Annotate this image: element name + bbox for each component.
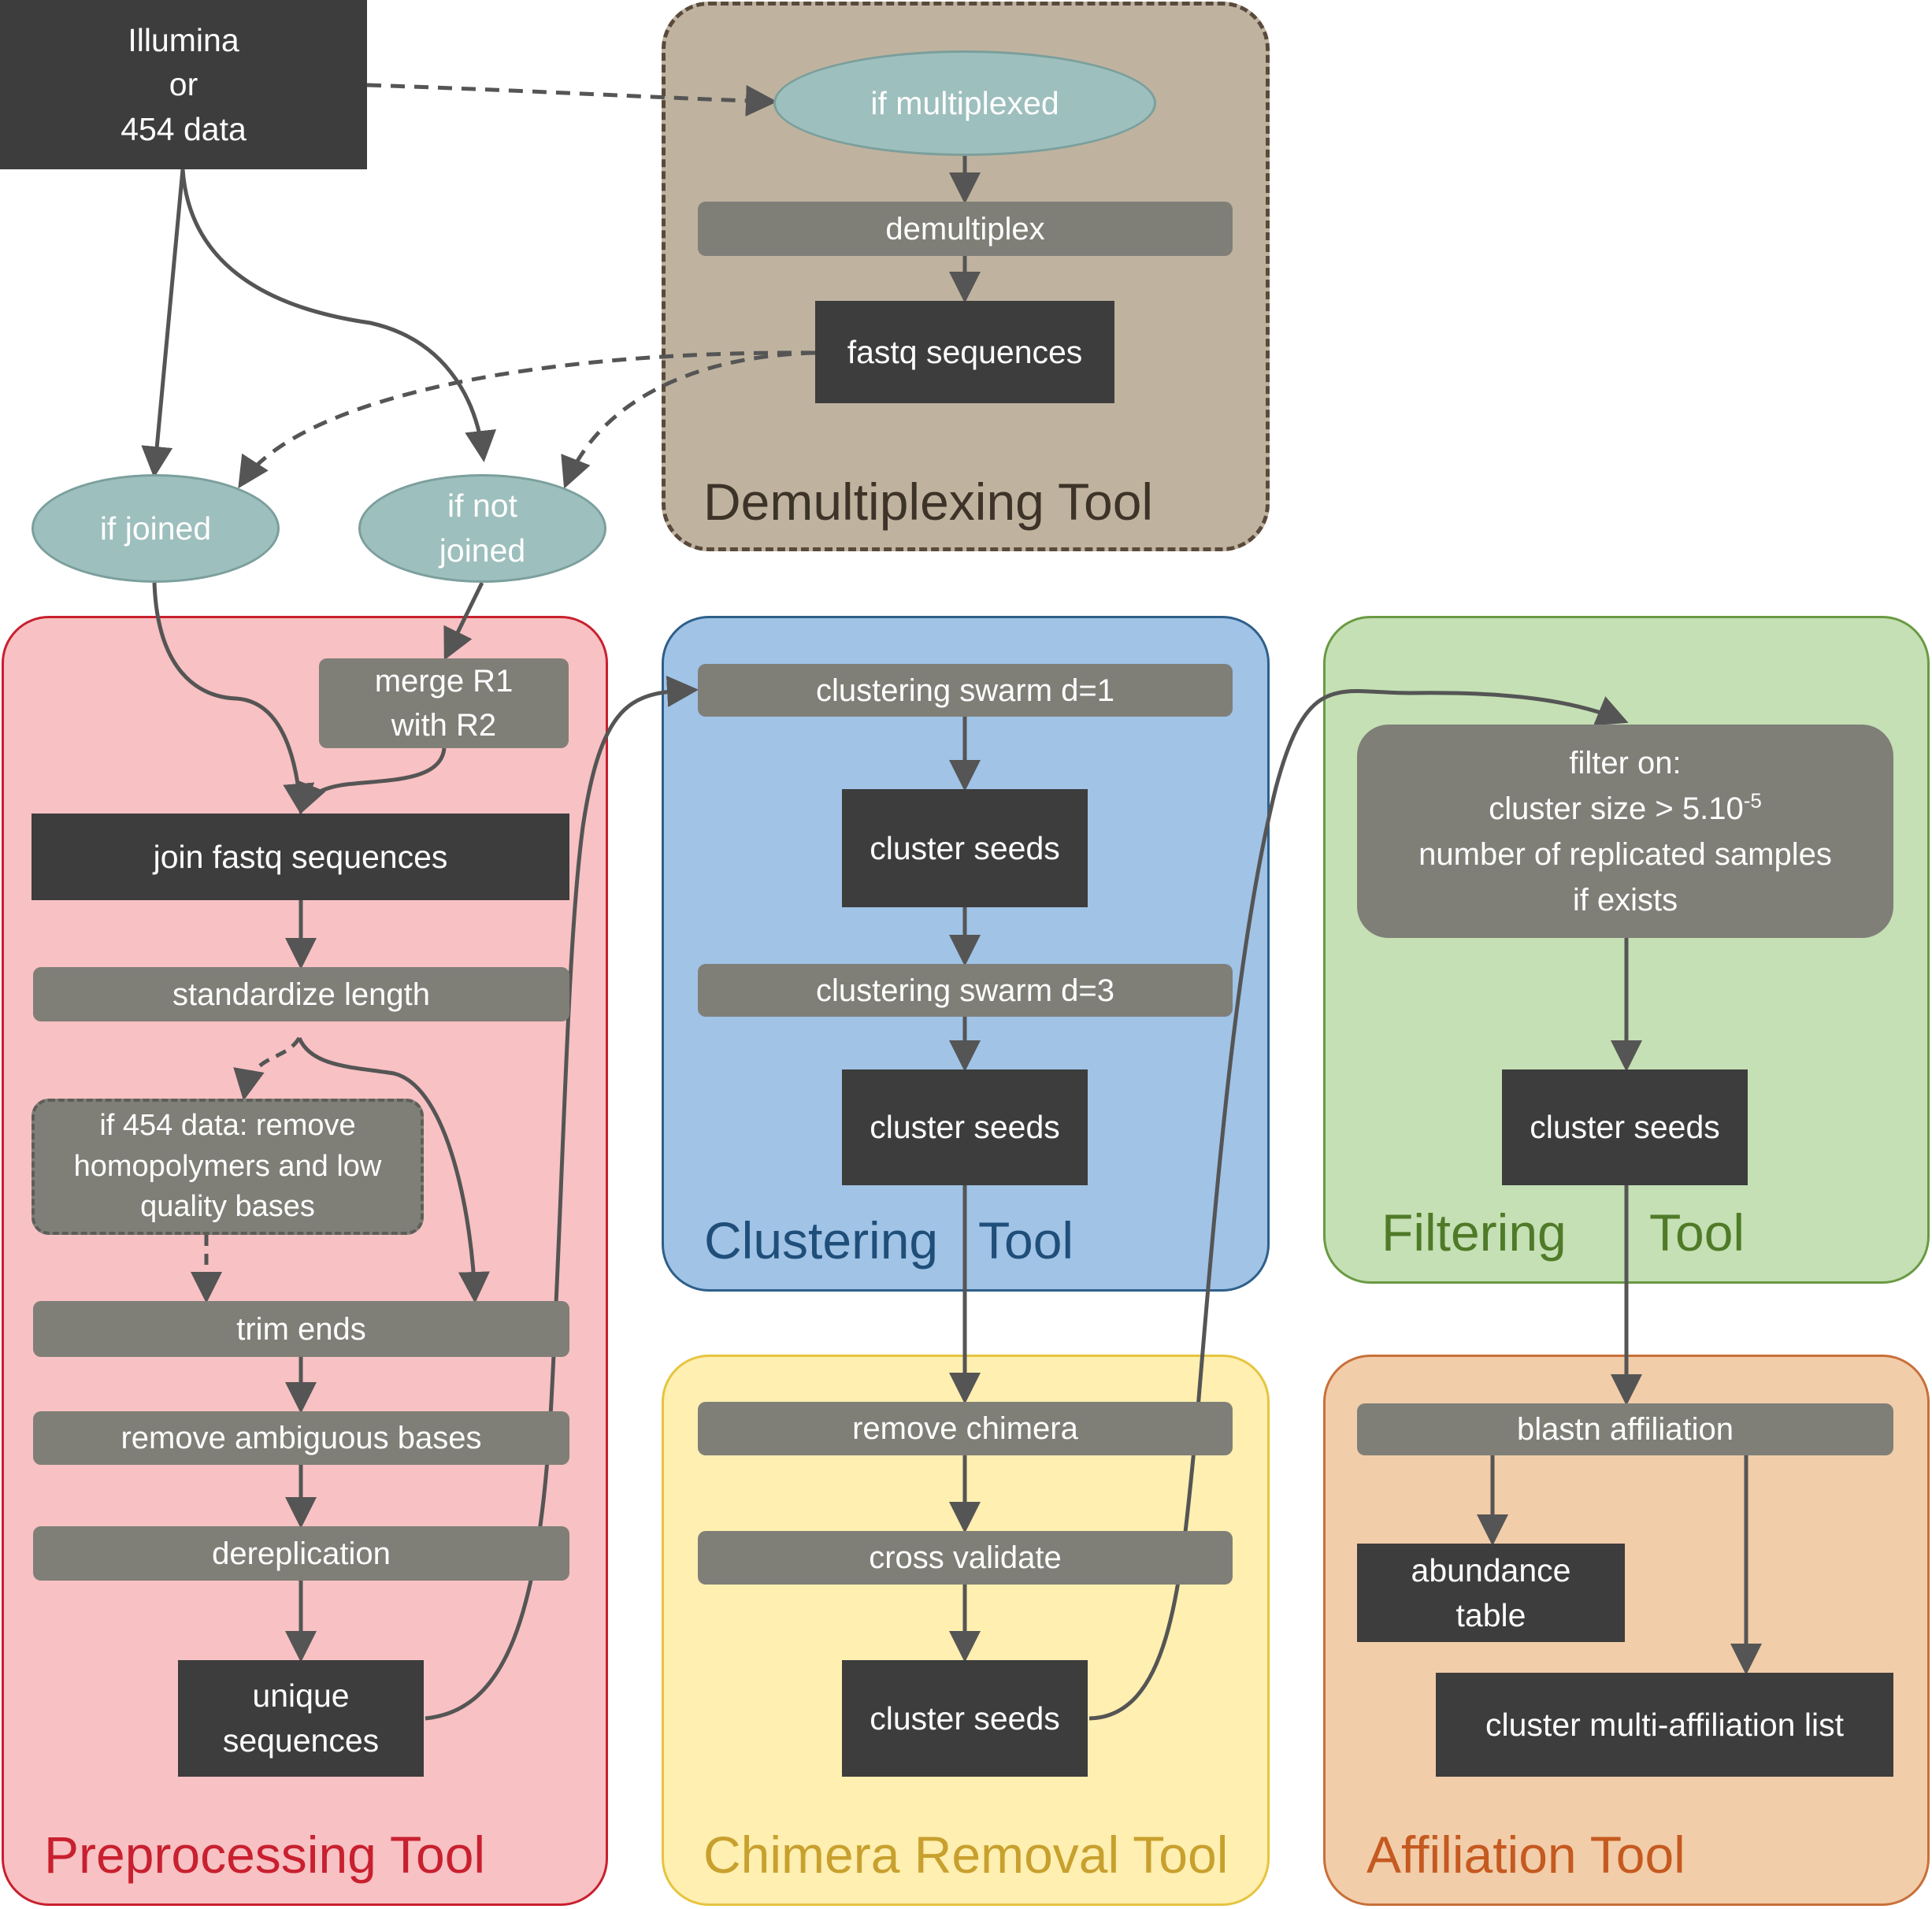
fastq-sequences-box: fastq sequences: [815, 301, 1114, 403]
if-not-joined-condition: if not joined: [358, 474, 606, 583]
abundance-table-box: abundance table: [1357, 1544, 1625, 1642]
filter-criteria-step: filter on: cluster size > 5.10-5 number …: [1357, 725, 1893, 938]
chimera-removal-tool-title: Chimera Removal Tool: [703, 1826, 1229, 1884]
arrow-not-joined-to-merge: [443, 581, 484, 661]
cluster-seeds-filtering-box: cluster seeds: [1502, 1069, 1748, 1185]
input-data-line-1: Illumina: [128, 21, 239, 58]
cross-validate-step: cross validate: [698, 1531, 1233, 1585]
arrow-fastq-to-not-joined: [561, 350, 816, 489]
filtering-tool-title: Filtering: [1381, 1203, 1567, 1262]
arrow-unique-to-swarm1: [425, 675, 699, 1721]
clustering-tool-title-suffix: Tool: [978, 1211, 1074, 1270]
cluster-seeds-2-box: cluster seeds: [842, 1069, 1088, 1185]
cluster-multi-affiliation-list-box: cluster multi-affiliation list: [1436, 1673, 1893, 1777]
arrow-fastq-to-joined: [238, 350, 816, 489]
unique-sequences-box: unique sequences: [178, 1660, 424, 1777]
homopolymers-optional-step: if 454 data: remove homopolymers and low…: [32, 1099, 424, 1235]
filtering-tool-title-suffix: Tool: [1649, 1203, 1745, 1262]
arrow-joined-to-join: [152, 582, 315, 815]
arrow-source-to-joined: [141, 169, 185, 478]
filter-criteria-line-2: cluster size > 5.10-5: [1489, 786, 1762, 832]
dereplication-step: dereplication: [33, 1526, 569, 1581]
filter-criteria-line-3: number of replicated samples: [1418, 836, 1832, 872]
cluster-seeds-chimera-box: cluster seeds: [842, 1660, 1088, 1777]
cluster-seeds-1-box: cluster seeds: [842, 789, 1088, 907]
arrow-source-to-not-joined: [180, 169, 497, 462]
join-fastq-sequences-box: join fastq sequences: [32, 814, 569, 900]
clustering-swarm-d1-step: clustering swarm d=1: [698, 664, 1233, 717]
clustering-swarm-d3-step: clustering swarm d=3: [698, 964, 1233, 1017]
arrow-standardize-to-homopolymers: [233, 1036, 302, 1101]
filter-cluster-size-text: cluster size > 5.10: [1489, 791, 1744, 826]
arrow-source-to-multiplexed: [366, 83, 777, 117]
clustering-tool-title: Clustering: [704, 1211, 939, 1270]
if-joined-condition: if joined: [32, 474, 280, 583]
arrow-merge-to-join: [296, 747, 447, 815]
demultiplex-step: demultiplex: [698, 202, 1233, 256]
preprocessing-tool-title: Preprocessing Tool: [44, 1826, 486, 1884]
input-data-box: Illumina or 454 data: [0, 0, 367, 169]
blastn-affiliation-step: blastn affiliation: [1357, 1403, 1893, 1455]
if-multiplexed-condition: if multiplexed: [773, 50, 1156, 156]
affiliation-tool-title: Affiliation Tool: [1366, 1826, 1685, 1884]
input-data-line-3: 454 data: [121, 110, 247, 147]
input-data-line-2: or: [169, 66, 198, 103]
filter-cluster-size-exponent: -5: [1743, 788, 1762, 813]
filter-criteria-line-1: filter on:: [1569, 745, 1682, 780]
demultiplexing-tool-title: Demultiplexing Tool: [703, 473, 1154, 531]
arrow-standardize-to-trim: [297, 1036, 490, 1303]
trim-ends-step: trim ends: [33, 1301, 569, 1357]
filter-criteria-line-4: if exists: [1572, 882, 1678, 917]
merge-r1-r2-step: merge R1 with R2: [319, 658, 569, 748]
standardize-length-step: standardize length: [33, 967, 569, 1021]
remove-ambiguous-bases-step: remove ambiguous bases: [33, 1411, 569, 1465]
remove-chimera-step: remove chimera: [698, 1402, 1233, 1455]
